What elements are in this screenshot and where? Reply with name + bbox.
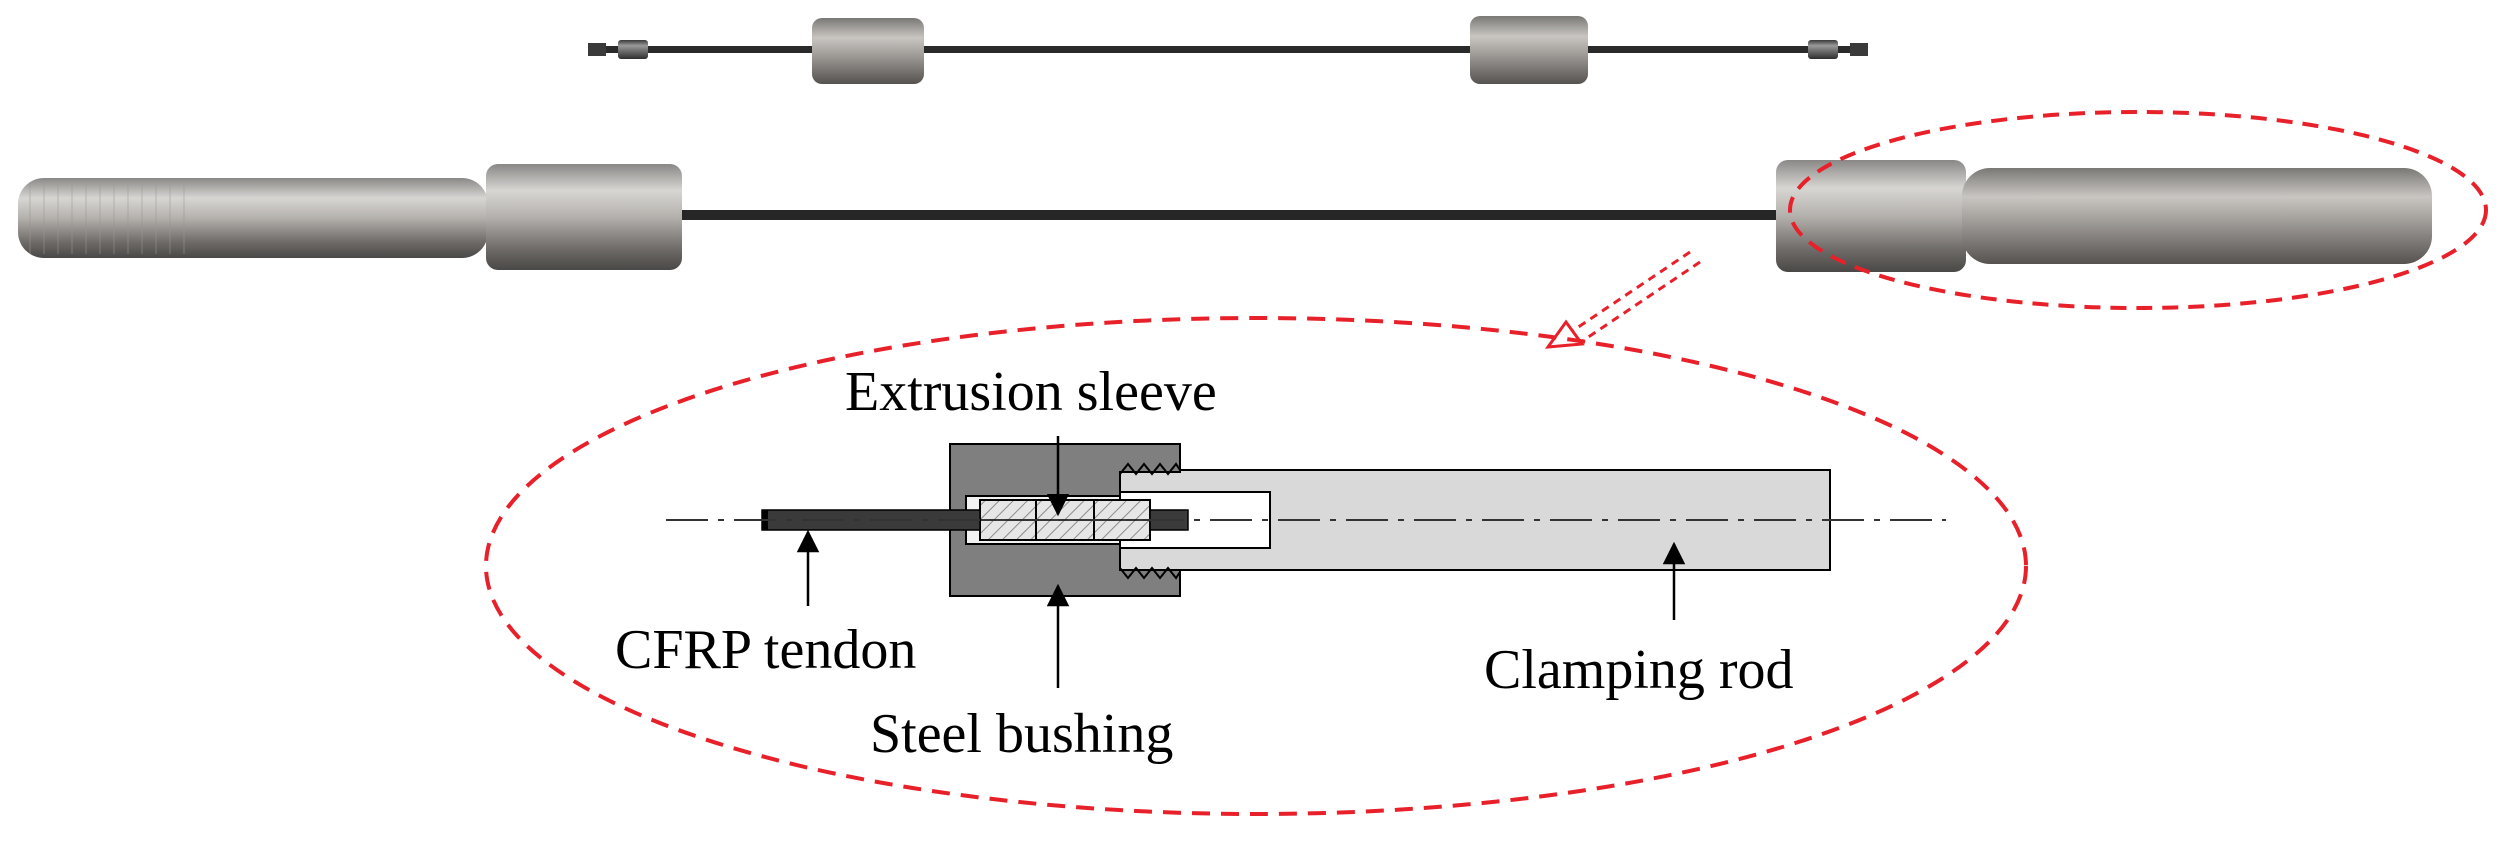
label-cfrp-tendon: CFRP tendon (615, 619, 916, 681)
small-end-fitting-left (618, 40, 648, 59)
section-drawing (666, 443, 1946, 597)
callout-connector-arrow (1544, 250, 1701, 349)
callout-ellipse-small (1788, 110, 2488, 310)
steel-bushing-left (486, 164, 682, 270)
label-extrusion-sleeve: Extrusion sleeve (845, 361, 1217, 423)
thread-bottom (1119, 566, 1181, 580)
small-anchor-right (1470, 16, 1588, 84)
large-specimen-photo (18, 160, 2432, 272)
small-tendon-end-right (1850, 43, 1868, 56)
steel-bushing-right (1776, 160, 1966, 272)
large-tendon (680, 210, 1780, 220)
thread-top (1119, 462, 1181, 476)
label-steel-bushing: Steel bushing (870, 703, 1173, 765)
clamping-rod-right (1962, 168, 2432, 264)
detail-ellipse (484, 316, 2028, 816)
small-end-fitting-right (1808, 40, 1838, 59)
label-clamping-rod: Clamping rod (1484, 639, 1794, 701)
knurling-left (29, 182, 185, 254)
small-tendon (588, 46, 1868, 53)
leader-arrows (796, 436, 1686, 688)
small-specimen-photo (588, 16, 1868, 84)
clamping-rod-left (18, 178, 488, 258)
small-tendon-end-left (588, 43, 606, 56)
small-anchor-left (812, 18, 924, 84)
